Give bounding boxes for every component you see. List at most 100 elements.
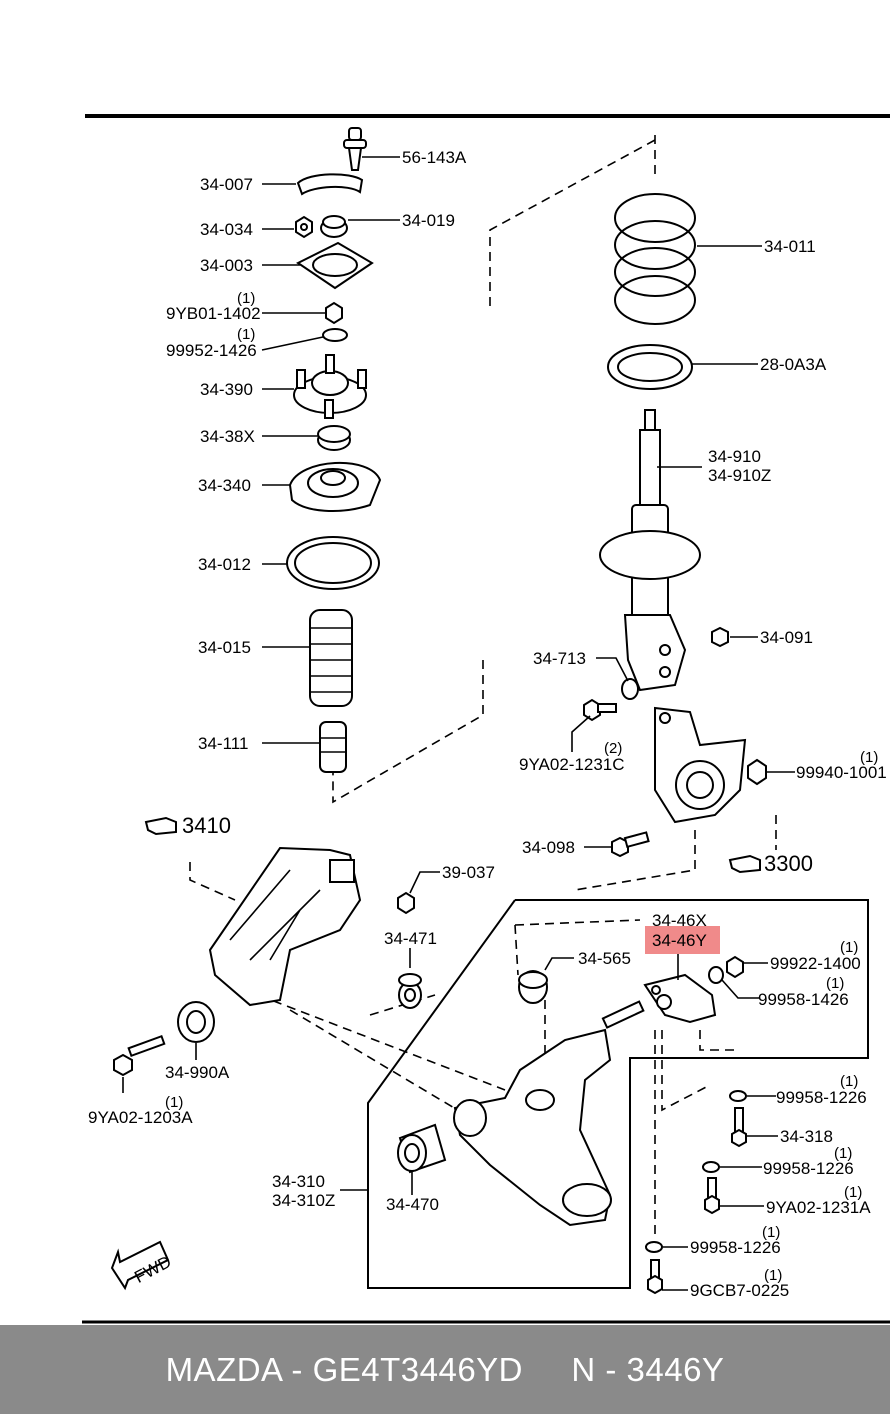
bracket-34-46Y-shape xyxy=(643,973,717,1024)
label-34-310Z: 34-310Z xyxy=(272,1191,335,1210)
nut-34-034-shape xyxy=(295,215,313,239)
bushing-34-470-shape xyxy=(397,1123,447,1174)
footer-bar: MAZDA - GE4T3446YD N - 3446Y xyxy=(0,1325,890,1414)
bolt-9YA02-1231A-shape xyxy=(704,1177,720,1215)
label-39-037: 39-037 xyxy=(442,863,495,882)
qty-9YB01-1402: (1) xyxy=(237,290,255,307)
lower-arm-frame xyxy=(367,899,869,1289)
label-9YA02-1231A: 9YA02-1231A xyxy=(766,1198,871,1217)
label-34-015: 34-015 xyxy=(198,638,251,657)
knuckle-3300-shape xyxy=(654,706,747,824)
washer-99958-1426-shape xyxy=(708,966,724,984)
label-99940-1001: 99940-1001 xyxy=(796,763,887,782)
bolt-9GCB7-0225-shape xyxy=(647,1259,663,1295)
insulator-34-012-shape xyxy=(286,536,380,590)
qty-9YA02-1231C: (2) xyxy=(604,740,622,757)
qty-9YA02-1231A: (1) xyxy=(844,1184,862,1201)
bump-stop-34-111-shape xyxy=(319,721,347,773)
lower-arm-34-310-shape xyxy=(453,1000,645,1227)
mount-34-390-shape xyxy=(293,354,367,419)
seat-34-340-shape xyxy=(288,462,382,513)
label-34-340: 34-340 xyxy=(198,476,251,495)
bolt-34-098-shape xyxy=(611,831,650,858)
bolt-9YA02-1231C-shape xyxy=(583,698,617,722)
qty-99922-1400: (1) xyxy=(840,939,858,956)
label-ref-3410: 3410 xyxy=(182,813,231,838)
cap-34-019-shape xyxy=(320,215,348,238)
fwd-arrow xyxy=(110,1240,170,1291)
qty-9GCB7-0225: (1) xyxy=(764,1267,782,1284)
label-9YA02-1231C: 9YA02-1231C xyxy=(519,755,625,774)
clip-56-143A-shape xyxy=(343,127,367,171)
label-34-390: 34-390 xyxy=(200,380,253,399)
label-34-46Y: 34-46Y xyxy=(652,931,707,950)
plate-34-003-shape xyxy=(296,241,374,290)
label-34-38X: 34-38X xyxy=(200,427,255,446)
label-34-910: 34-910 xyxy=(708,447,761,466)
nut-39-037-shape xyxy=(397,891,415,915)
label-99922-1400: 99922-1400 xyxy=(770,954,861,973)
label-34-019: 34-019 xyxy=(402,211,455,230)
boot-34-015-shape xyxy=(309,609,353,707)
label-34-310: 34-310 xyxy=(272,1172,325,1191)
nut-99922-1400-shape xyxy=(726,955,744,979)
label-34-565: 34-565 xyxy=(578,949,631,968)
label-34-471: 34-471 xyxy=(384,929,437,948)
label-34-091: 34-091 xyxy=(760,628,813,647)
bolt-34-318-shape xyxy=(731,1107,747,1148)
bearing-34-38X-shape xyxy=(317,425,351,451)
label-34-470: 34-470 xyxy=(386,1195,439,1214)
seat-28-0A3A-shape xyxy=(607,344,693,390)
highlight-34-46Y xyxy=(645,926,720,954)
label-34-318: 34-318 xyxy=(780,1127,833,1146)
bushing-34-565-shape xyxy=(518,970,548,1004)
leader-lines xyxy=(122,156,795,1291)
label-99958-1226a: 99958-1226 xyxy=(776,1088,867,1107)
washer-99958-1226c-shape xyxy=(645,1241,663,1253)
label-99958-1226c: 99958-1226 xyxy=(690,1238,781,1257)
label-34-011: 34-011 xyxy=(764,237,816,256)
label-9YA02-1203A: 9YA02-1203A xyxy=(88,1108,193,1127)
crossmember-3410-shape xyxy=(208,846,362,1007)
spring-34-011-shape xyxy=(614,193,696,325)
bracket-34-007-shape xyxy=(296,173,364,196)
nut-9YB01-1402-shape xyxy=(325,301,343,325)
label-99958-1426: 99958-1426 xyxy=(758,990,849,1009)
label-ref-3300: 3300 xyxy=(764,851,813,876)
label-34-098: 34-098 xyxy=(522,838,575,857)
washer-99958-1226b-shape xyxy=(702,1161,720,1173)
qty-99958-1226b: (1) xyxy=(834,1145,852,1162)
label-99952-1426: 99952-1426 xyxy=(166,341,257,360)
footer-caption: MAZDA - GE4T3446YD N - 3446Y xyxy=(165,1350,725,1388)
nut-34-091-shape xyxy=(711,626,729,648)
label-9GCB7-0225: 9GCB7-0225 xyxy=(690,1281,789,1300)
label-34-111: 34-111 xyxy=(198,734,248,753)
qty-99958-1226a: (1) xyxy=(840,1073,858,1090)
label-34-034: 34-034 xyxy=(200,220,253,239)
label-34-003: 34-003 xyxy=(200,256,253,275)
label-34-910Z: 34-910Z xyxy=(708,466,771,485)
pointer-hand-3300-icon xyxy=(728,854,761,874)
label-34-46X: 34-46X xyxy=(652,911,707,930)
washer-99958-1226a-shape xyxy=(729,1090,747,1102)
parts-diagram: 56-143A 34-007 34-034 34-019 34-003 (1) … xyxy=(82,114,890,1324)
label-34-990A: 34-990A xyxy=(165,1063,230,1082)
bushing-34-990A-shape xyxy=(177,1001,215,1043)
strut-34-910-shape xyxy=(599,409,701,692)
qty-99958-1226c: (1) xyxy=(762,1224,780,1241)
label-56-143A: 56-143A xyxy=(402,148,467,167)
qty-99958-1426: (1) xyxy=(826,975,844,992)
bolt-9YA02-1203A-shape xyxy=(113,1034,166,1077)
bushing-34-471-shape xyxy=(398,973,422,1009)
pointer-hand-3410-icon xyxy=(144,816,177,836)
nut-99940-1001-shape xyxy=(747,758,767,786)
label-34-713: 34-713 xyxy=(533,649,586,668)
label-34-007: 34-007 xyxy=(200,175,253,194)
label-28-0A3A: 28-0A3A xyxy=(760,355,827,374)
label-99958-1226b: 99958-1226 xyxy=(763,1159,854,1178)
qty-9YA02-1203A: (1) xyxy=(165,1094,183,1111)
qty-99940-1001: (1) xyxy=(860,749,878,766)
label-34-012: 34-012 xyxy=(198,555,251,574)
qty-99952-1426: (1) xyxy=(237,326,255,343)
washer-34-713-shape xyxy=(621,678,639,700)
